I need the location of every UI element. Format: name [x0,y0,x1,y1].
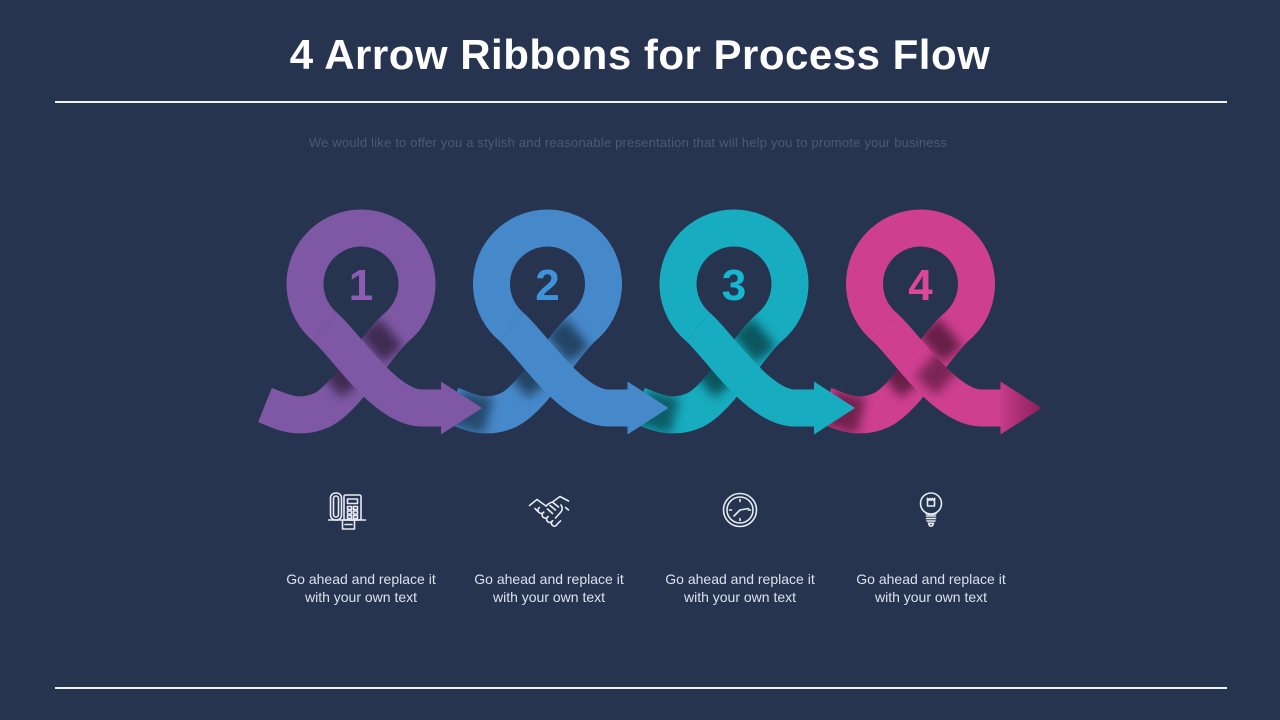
arrowhead [814,381,855,435]
lightbulb-icon [907,486,955,534]
slide-subtitle: We would like to offer you a stylish and… [308,135,948,150]
ribbon-3 [630,209,855,435]
arrowhead [627,381,669,435]
top-divider-line [55,101,1227,103]
ribbon-number: 4 [908,261,933,310]
slide-title: 4 Arrow Ribbons for Process Flow [289,31,991,78]
fax-phone-icon [323,486,371,534]
ribbon-1 [257,209,482,435]
ribbon-4 [817,209,1042,435]
arrowhead [1000,381,1042,435]
ribbon-number: 1 [349,261,373,310]
handshake-icon [525,486,573,534]
ribbon-number: 2 [535,261,559,310]
ribbon-2 [444,209,669,435]
bottom-divider-line [55,687,1227,689]
arrowhead [441,381,482,435]
clock-icon [716,486,764,534]
ribbon-number: 3 [722,261,746,310]
arrow-ribbons-diagram: 1 2 3 4 [257,209,1042,435]
